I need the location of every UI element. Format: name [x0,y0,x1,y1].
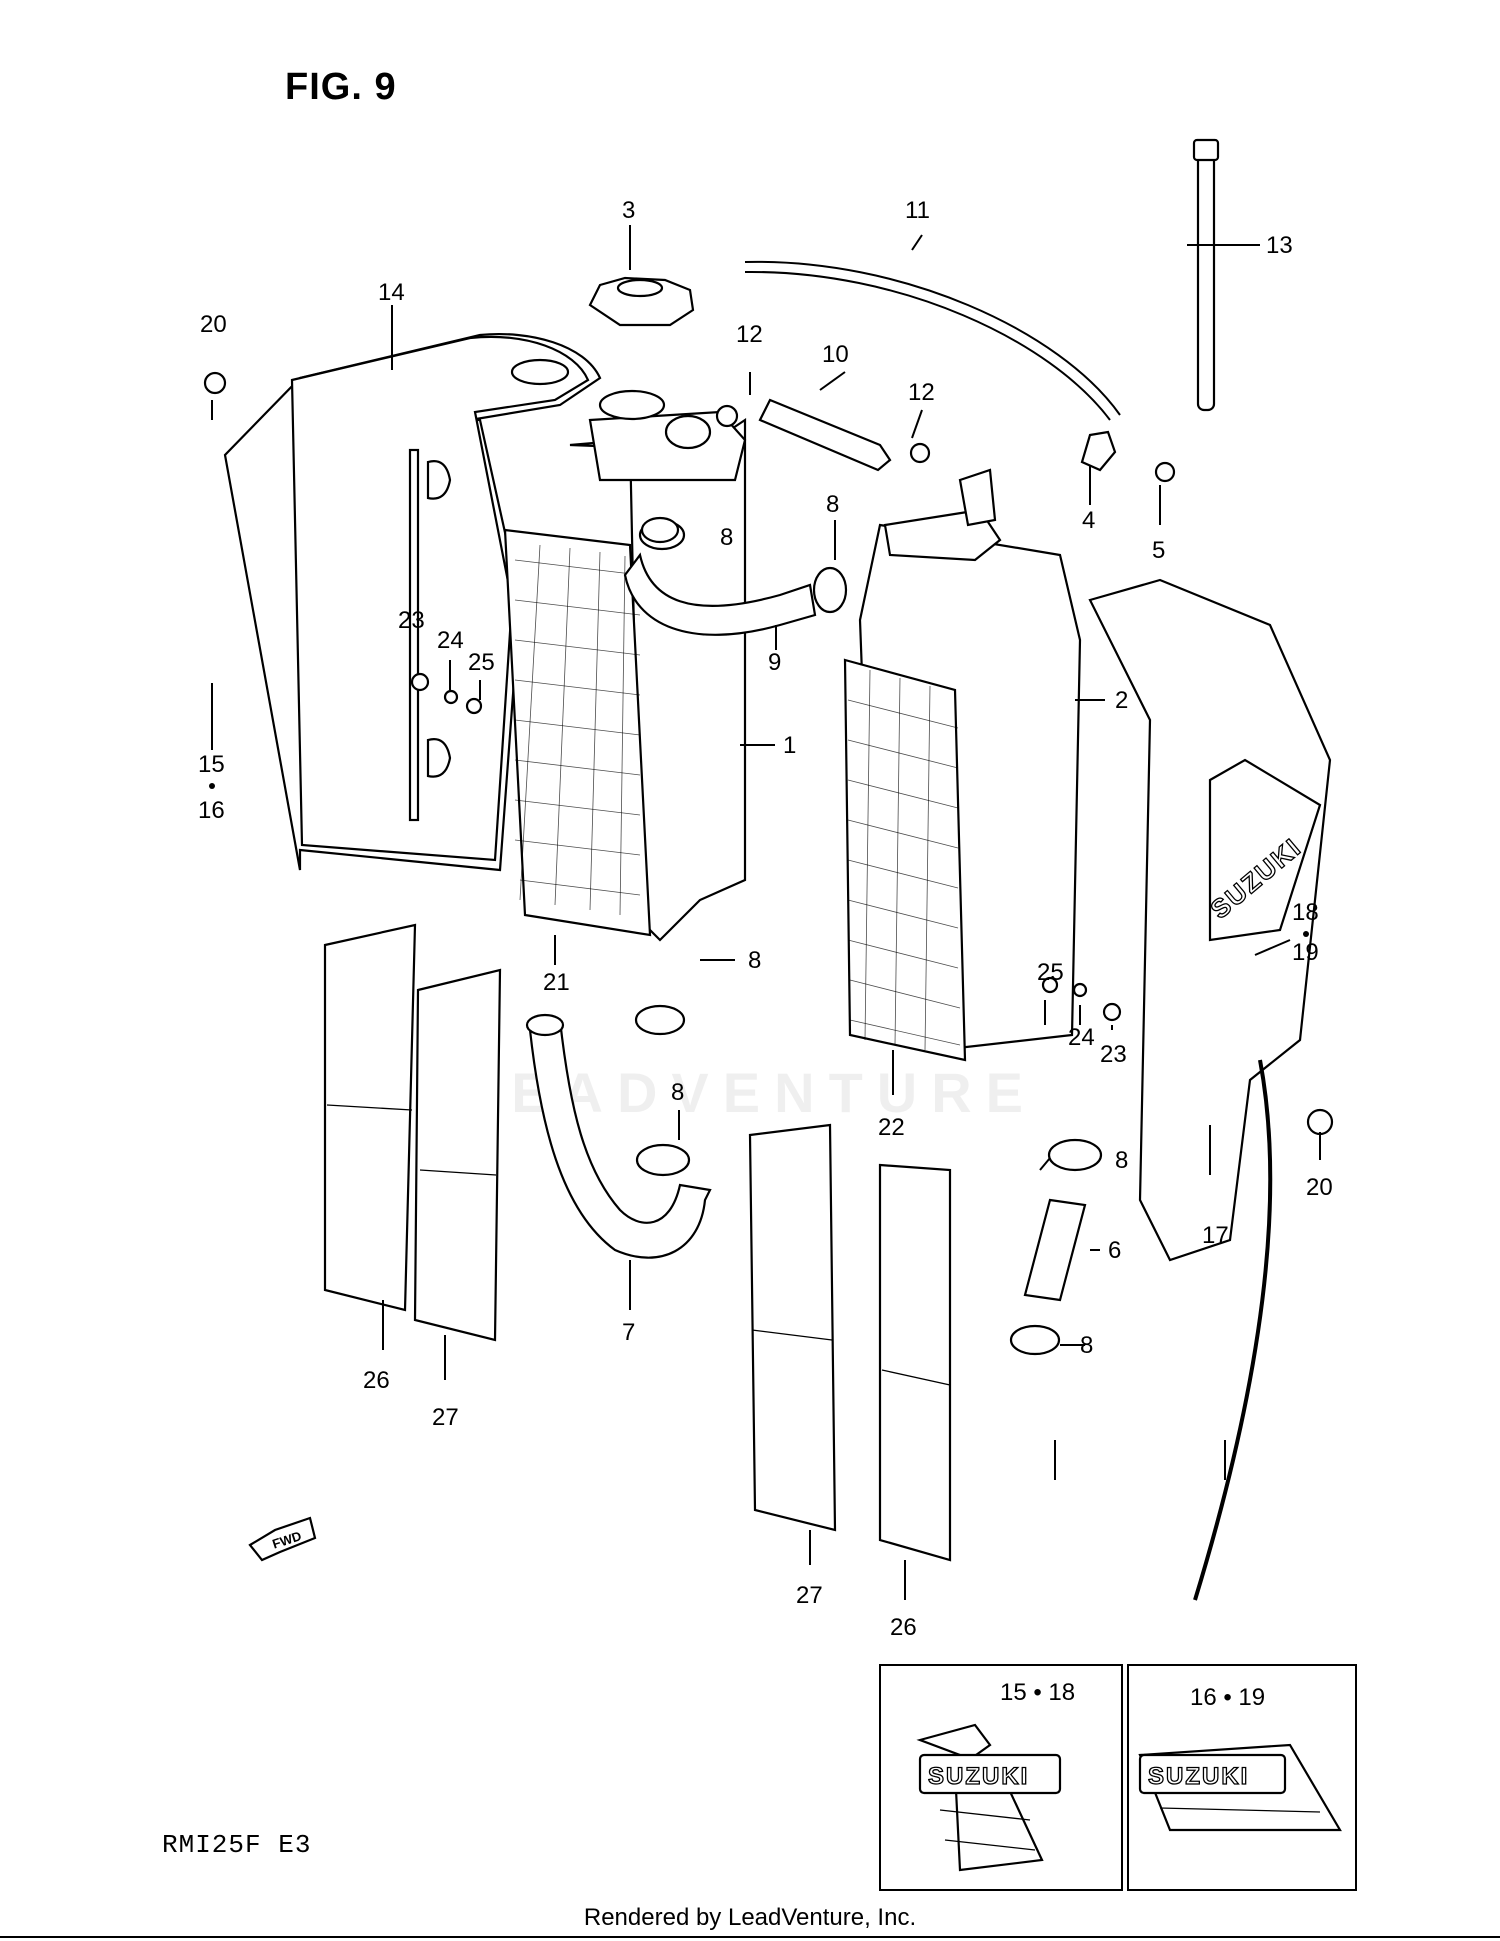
right-lower-hose [1023,1198,1087,1302]
callout-8c: 8 [748,947,761,974]
left-radiator-shroud [223,333,602,872]
callout-8a: 8 [720,524,733,551]
right-radiator [843,468,1082,1062]
callout-8e: 8 [1115,1147,1128,1174]
inset-left-label: 15 • 18 [1000,1679,1075,1706]
inset-right-label: 16 • 19 [1190,1684,1265,1711]
fwd-arrow: FWD [248,1516,317,1562]
callout-10: 10 [822,341,849,368]
hose-clamps [634,516,1103,1356]
lower-hose [525,1013,712,1259]
callout-23a: 23 [398,607,425,634]
leader-lines [211,225,1321,1600]
callout-2: 2 [1115,687,1128,714]
callout-9: 9 [768,649,781,676]
inset-right-brand: SUZUKI [1148,1763,1249,1790]
shroud-outline-arc [1193,1059,1273,1601]
footer-rule [0,1936,1500,1938]
callout-20a: 20 [200,311,227,338]
callout-1: 1 [783,732,796,759]
callout-8b: 8 [826,491,839,518]
callout-26a: 26 [363,1367,390,1394]
callout-20b: 20 [1306,1174,1333,1201]
strap [1192,138,1220,412]
callout-27a: 27 [432,1404,459,1431]
callout-19: 19 [1292,939,1319,966]
callout-13: 13 [1266,232,1293,259]
model-code: RMI25F E3 [162,1830,312,1860]
breather-hose [758,398,892,472]
callout-24b: 24 [1068,1024,1095,1051]
callout-11: 11 [905,197,930,224]
radiator-cap [588,276,695,327]
callout-7: 7 [622,1319,635,1346]
callout-16: 16 [198,797,225,824]
callout-24a: 24 [437,627,464,654]
radiator-screens [323,923,952,1562]
callout-15: 15 [198,751,225,778]
decal-inset-left: 15 • 18 SUZUKI [879,1664,1123,1891]
small-hardware [203,371,1334,1136]
callout-23b: 23 [1100,1041,1127,1068]
callout-4: 4 [1082,507,1095,534]
left-radiator [503,389,747,942]
callout-22: 22 [878,1114,905,1141]
decal-inset-right: 16 • 19 SUZUKI [1127,1664,1357,1891]
callout-14: 14 [378,279,405,306]
figure-title: FIG. 9 [285,66,397,108]
callout-27b: 27 [796,1582,823,1609]
callout-3: 3 [622,197,635,224]
callout-6: 6 [1108,1237,1121,1264]
callout-12a: 12 [736,321,763,348]
callout-25a: 25 [468,649,495,676]
inset-left-brand: SUZUKI [928,1763,1029,1790]
overflow-tube-line [744,260,1121,421]
callout-26b: 26 [890,1614,917,1641]
callout-8d: 8 [671,1079,684,1106]
callout-5: 5 [1152,537,1165,564]
callout-18: 18 [1292,899,1319,926]
callout-8f: 8 [1080,1332,1093,1359]
callout-12b: 12 [908,379,935,406]
callout-25b: 25 [1037,959,1064,986]
right-radiator-shroud: SUZUKI [1088,578,1332,1262]
footer-credit: Rendered by LeadVenture, Inc. [583,1904,917,1931]
callout-21: 21 [543,969,570,996]
callouts: 1 2 3 4 5 6 7 8 8 8 8 8 8 9 10 11 12 12 … [198,197,1333,1641]
callout-17: 17 [1202,1222,1229,1249]
